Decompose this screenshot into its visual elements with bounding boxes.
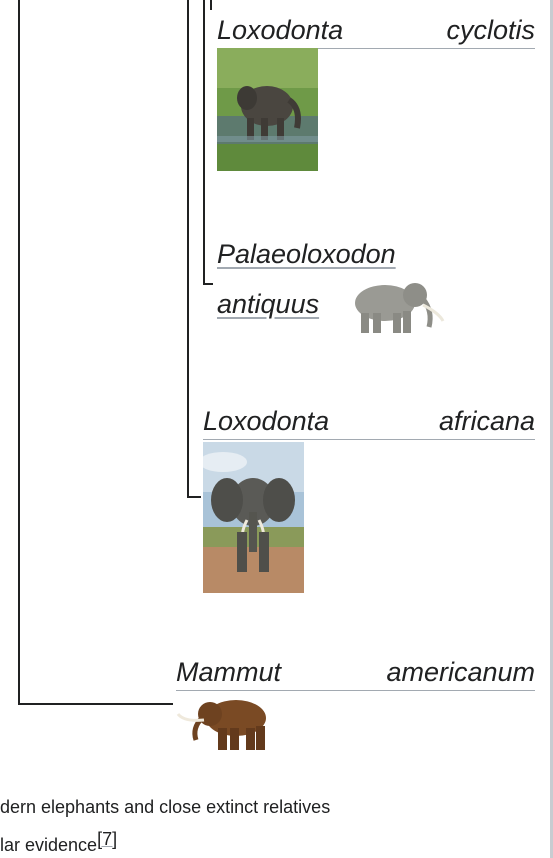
clade-line-cyclotis-stub bbox=[210, 0, 212, 10]
taxon-species: cyclotis bbox=[446, 14, 535, 46]
taxon-species: africana bbox=[439, 405, 535, 437]
forest-elephant-image bbox=[217, 48, 318, 171]
taxon-palaeoloxodon-genus[interactable]: Palaeoloxodon bbox=[217, 238, 396, 270]
cladogram-caption-line1: dern elephants and close extinct relativ… bbox=[0, 794, 330, 820]
african-bush-elephant-photo[interactable] bbox=[203, 442, 304, 593]
clade-line-mid-vertical bbox=[187, 0, 189, 498]
forest-elephant-photo[interactable] bbox=[217, 48, 318, 171]
clade-line-antiquus-horizontal bbox=[203, 283, 213, 285]
taxon-genus: Mammut bbox=[176, 656, 281, 688]
straight-tusked-elephant-drawing[interactable] bbox=[343, 277, 445, 335]
cladogram-caption-line2: lar evidence[7] bbox=[0, 826, 117, 858]
clade-line-outer-vertical bbox=[18, 0, 20, 705]
straight-tusked-elephant-image bbox=[343, 277, 445, 335]
taxon-loxodonta-africana[interactable]: Loxodonta africana bbox=[203, 405, 535, 440]
taxon-palaeoloxodon-species[interactable]: antiquus bbox=[217, 288, 319, 320]
clade-line-africana-horizontal bbox=[187, 496, 201, 498]
african-bush-elephant-image bbox=[203, 442, 304, 593]
caption-text: lar evidence bbox=[0, 835, 97, 855]
taxon-genus: Loxodonta bbox=[217, 14, 343, 46]
taxon-mammut-americanum[interactable]: Mammut americanum bbox=[176, 656, 535, 691]
taxon-loxodonta-cyclotis[interactable]: Loxodonta cyclotis bbox=[217, 14, 535, 49]
clade-line-inner-vertical bbox=[203, 0, 205, 285]
taxon-genus: Loxodonta bbox=[203, 405, 329, 437]
reference-link[interactable]: [7] bbox=[97, 829, 117, 849]
american-mastodon-drawing[interactable] bbox=[174, 694, 276, 752]
taxon-species: americanum bbox=[386, 656, 535, 688]
american-mastodon-image bbox=[174, 694, 276, 752]
clade-line-mammut-horizontal bbox=[18, 703, 173, 705]
